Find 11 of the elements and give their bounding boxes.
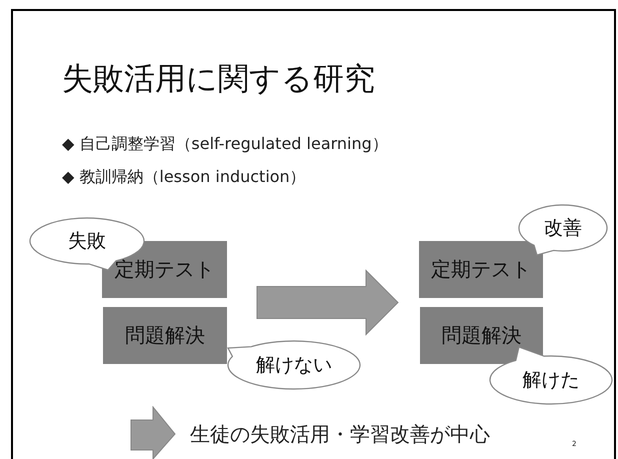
speech-bubble: 解けない [227, 340, 361, 390]
summary-text: 生徒の失敗活用・学習改善が中心 [190, 421, 490, 448]
speech-bubble: 改善 [518, 204, 608, 256]
block-arrow [256, 269, 399, 336]
text-box: 定期テスト [419, 241, 543, 298]
bullet-item: ◆ 自己調整学習（self-regulated learning） [62, 134, 388, 155]
text-box: 問題解決 [103, 307, 227, 364]
text-box: 問題解決 [420, 307, 543, 364]
speech-bubble: 解けた [489, 346, 613, 405]
title: 失敗活用に関する研究 [62, 60, 375, 99]
bullet-item: ◆ 教訓帰納（lesson induction） [62, 167, 306, 188]
